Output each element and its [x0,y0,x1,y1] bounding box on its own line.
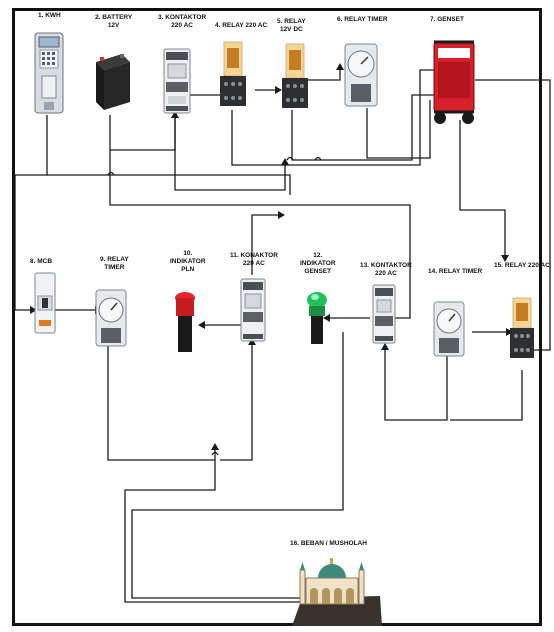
label-konaktor-11: 11. KONAKTOR 220 AC [230,252,278,268]
wire-battery-relay5 [110,118,175,150]
label-genset: 7. GENSET [430,16,464,24]
indicator-lamp-icon [174,290,196,356]
timer-relay-icon [94,288,128,348]
mosque-icon [292,548,382,626]
label-indikator-genset: 12. INDIKATOR GENSET [300,252,336,276]
mcb-icon [34,272,56,334]
label-relay-5: 5. RELAY 12V DC [277,18,306,34]
wire-relay4-genset [232,70,434,165]
wire-relay15-down [450,370,522,420]
contactor-icon [372,284,396,344]
wire-hop [287,158,293,161]
arrow-head [211,443,219,450]
label-relay-4: 4. RELAY 220 AC [215,22,267,30]
label-relay-15: 15. RELAY 220 AC [494,262,550,270]
indicator-lamp-icon [306,290,328,346]
wire-timer9-down [108,345,215,460]
label-kwh: 1. KWH [38,12,61,20]
timer-relay-icon [343,42,379,108]
relay-icon [218,40,248,110]
timer-relay-icon [432,300,466,358]
label-battery: 2. BATTERY 12V [95,14,132,30]
wire-genset-bus [460,120,505,255]
label-indikator-pln: 10. INDIKATOR PLN [170,250,206,274]
wire-load-left [125,460,300,602]
contactor-icon [240,278,266,342]
wire-kwh-bus [47,175,290,195]
generator-icon [430,36,478,126]
wire-k13-timer14 [385,350,447,420]
label-mcb: 8. MCB [30,258,52,266]
relay-icon [508,296,536,360]
label-kontaktor-3: 3. KONTAKTOR 220 AC [158,14,206,30]
wire-k3-out [175,118,285,190]
label-beban: 16. BEBAN / MUSHOLAH [290,540,367,548]
wire-relay5-timer6 [305,70,340,80]
battery-icon [92,52,132,112]
arrow-head [501,255,509,262]
label-timer-14: 14. RELAY TIMER [428,268,482,276]
arrow-head [381,343,389,350]
kwh-meter-icon [34,32,64,114]
relay-icon [280,42,310,112]
label-timer-9: 9. RELAY TIMER [100,256,129,272]
wire-k11-down [220,345,252,460]
label-kontaktor-13: 13. KONTAKTOR 220 AC [360,262,412,278]
label-timer-6: 6. RELAY TIMER [337,16,388,24]
contactor-icon [163,48,191,114]
arrow-head [278,211,285,219]
arrow-head [198,321,205,329]
